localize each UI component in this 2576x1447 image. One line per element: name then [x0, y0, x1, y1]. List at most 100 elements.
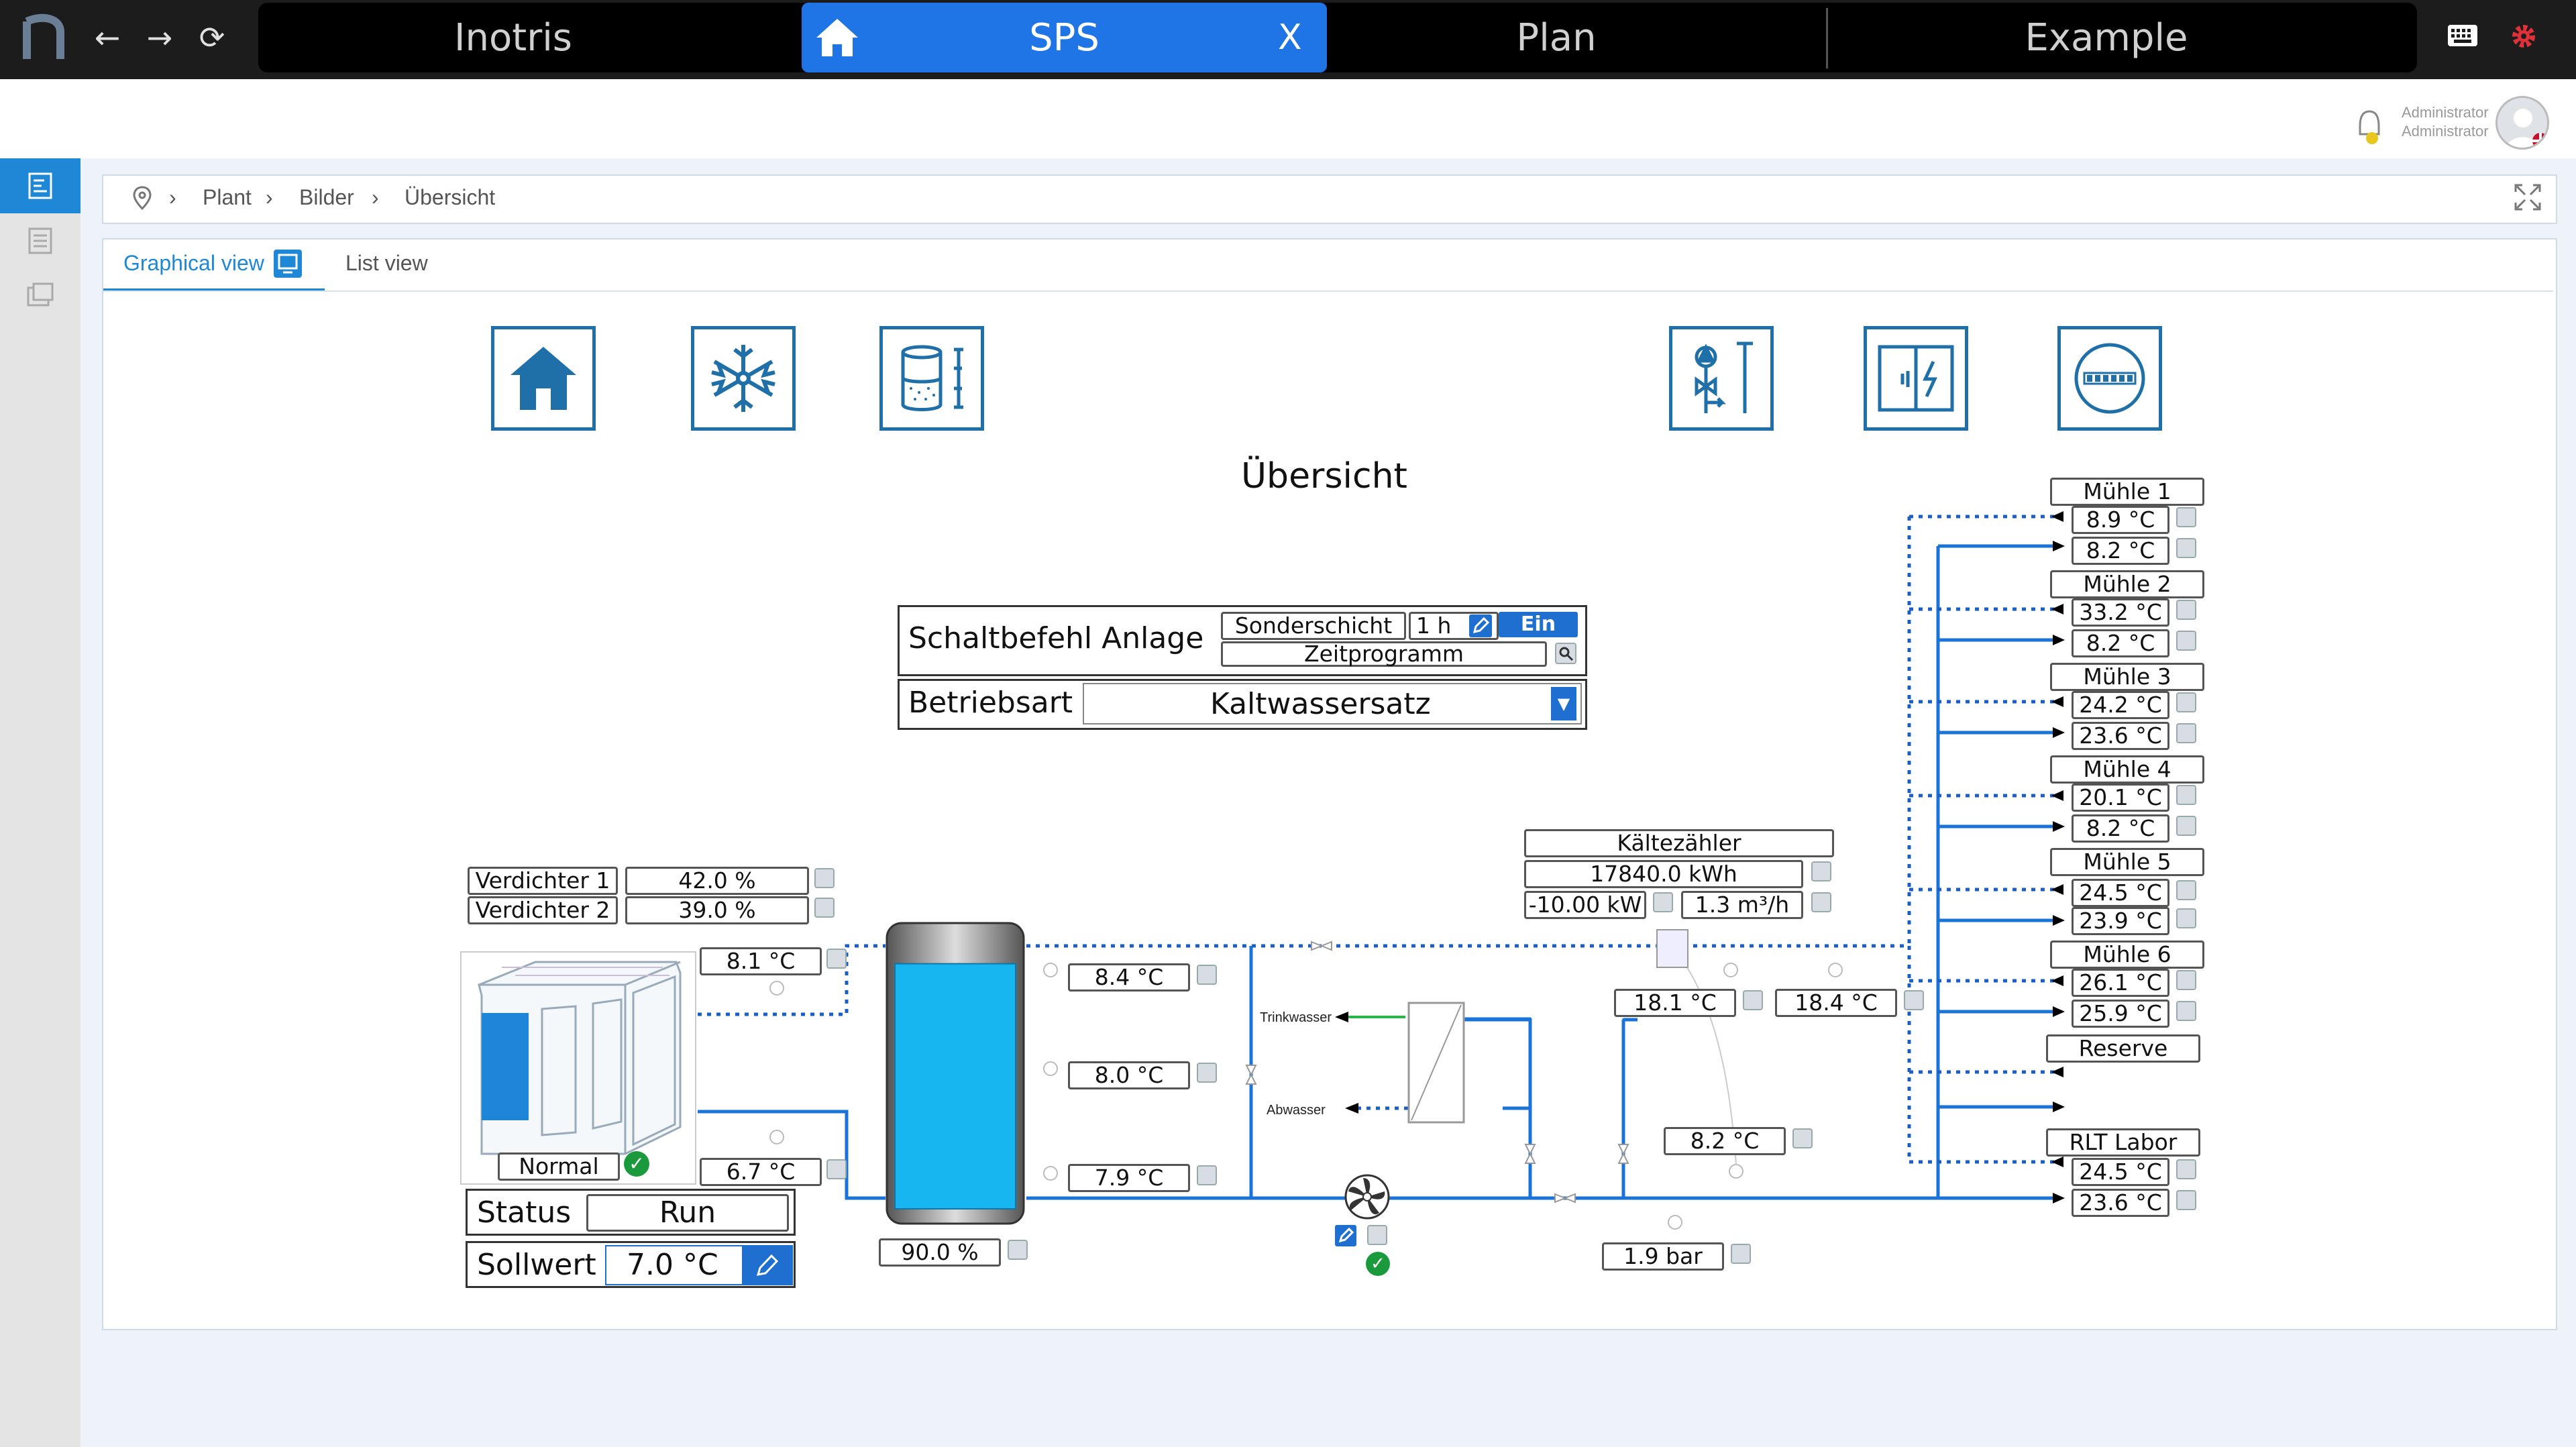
tab-inotris[interactable]: Inotris: [262, 3, 765, 72]
trend-icon[interactable]: [2176, 880, 2196, 900]
edit-duration-icon[interactable]: [1469, 614, 1492, 637]
trend-icon[interactable]: [1904, 990, 1924, 1010]
sonderschicht-button[interactable]: Sonderschicht: [1221, 612, 1406, 640]
documents-icon: [27, 282, 54, 307]
meter-flow: 1.3 m³/h: [1681, 891, 1803, 919]
sollwert-input[interactable]: 7.0 °C: [605, 1245, 793, 1285]
consumer-supply-temp: 8.2 °C: [2072, 814, 2169, 843]
location-pin-icon[interactable]: [133, 186, 152, 213]
trend-icon[interactable]: [826, 1159, 847, 1179]
trend-icon[interactable]: [2176, 631, 2196, 651]
ok-check-icon: ✓: [1366, 1252, 1390, 1276]
consumer-name: Mühle 5: [2050, 848, 2204, 876]
sidebar-item-list[interactable]: [0, 213, 80, 268]
zeitprogramm-search-icon[interactable]: [1555, 643, 1576, 664]
sidebar-item-documents[interactable]: [0, 268, 80, 323]
breadcrumb-bilder[interactable]: Bilder: [299, 185, 354, 209]
trend-icon[interactable]: [2176, 1001, 2196, 1021]
trend-icon[interactable]: [2176, 692, 2196, 712]
tab-example[interactable]: Example: [1831, 3, 2381, 72]
schaltbefehl-state-button[interactable]: Ein: [1499, 612, 1578, 637]
trend-icon[interactable]: [1008, 1240, 1028, 1260]
trend-icon[interactable]: [2176, 970, 2196, 990]
app-logo[interactable]: [21, 12, 75, 66]
hydraulic-nav-button[interactable]: [1669, 326, 1774, 431]
edit-sollwert-icon[interactable]: [742, 1246, 792, 1284]
consumer-supply-temp: 23.6 °C: [2072, 1189, 2169, 1217]
trend-icon[interactable]: [2176, 908, 2196, 928]
trend-icon[interactable]: [1367, 1225, 1387, 1245]
trend-icon[interactable]: [2176, 723, 2196, 743]
chiller-mode: Normal: [498, 1153, 620, 1181]
home-nav-button[interactable]: [491, 326, 596, 431]
breadcrumb-plant[interactable]: Plant: [203, 185, 252, 209]
trend-icon[interactable]: [826, 949, 847, 969]
tab-row-divider: [103, 290, 2553, 292]
trend-icon[interactable]: [1653, 892, 1673, 912]
trend-icon[interactable]: [1731, 1244, 1751, 1264]
keyboard-icon[interactable]: [2447, 24, 2478, 50]
chiller-return-temp: 6.7 °C: [700, 1158, 822, 1186]
close-tab-icon[interactable]: X: [1278, 17, 1302, 58]
zeitprogramm-button[interactable]: Zeitprogramm: [1221, 641, 1547, 667]
tab-divider: [1826, 8, 1828, 68]
trend-icon[interactable]: [2176, 816, 2196, 836]
tab-plan[interactable]: Plan: [1332, 3, 1781, 72]
tab-sps[interactable]: SPS X: [802, 3, 1327, 72]
tank-temp-mid: 8.0 °C: [1068, 1061, 1190, 1089]
consumer-name: RLT Labor: [2046, 1128, 2200, 1157]
trend-icon[interactable]: [2176, 785, 2196, 805]
meter-label: Kältezähler: [1524, 829, 1834, 857]
settings-icon[interactable]: [2509, 21, 2538, 54]
trend-icon[interactable]: [1811, 892, 1831, 912]
trend-icon[interactable]: [2176, 600, 2196, 620]
cooling-nav-button[interactable]: [691, 326, 796, 431]
trend-icon[interactable]: [2176, 538, 2196, 558]
consumer-supply-temp: 8.2 °C: [2072, 537, 2169, 565]
tank-nav-button[interactable]: [879, 326, 984, 431]
consumer-name: Mühle 4: [2050, 755, 2204, 784]
back-icon[interactable]: ←: [94, 19, 121, 56]
trend-icon[interactable]: [814, 868, 835, 888]
user-name: Administrator: [2402, 104, 2489, 121]
trend-icon[interactable]: [1811, 861, 1831, 881]
tab-strip: [258, 3, 2417, 72]
chiller-image: [478, 961, 682, 1155]
meter-energy: 17840.0 kWh: [1524, 860, 1803, 888]
tab-graphical-view[interactable]: Graphical view: [123, 251, 264, 276]
forward-icon[interactable]: →: [146, 19, 173, 56]
pump-edit-icon[interactable]: [1335, 1225, 1356, 1246]
notification-bell-icon[interactable]: [2355, 107, 2384, 150]
chiller-unit[interactable]: [460, 951, 696, 1185]
pump[interactable]: [1343, 1173, 1391, 1221]
sidebar-item-scheme[interactable]: [0, 158, 80, 213]
trend-icon[interactable]: [2176, 1159, 2196, 1179]
meter-power: -10.00 kW: [1524, 891, 1646, 919]
avatar[interactable]: [2496, 96, 2549, 150]
tab-list-view[interactable]: List view: [345, 251, 428, 276]
reload-icon[interactable]: ⟳: [199, 19, 225, 56]
trend-icon[interactable]: [2176, 507, 2196, 527]
betriebsart-select[interactable]: Kaltwassersatz ▼: [1083, 683, 1582, 725]
schaltbefehl-label: Schaltbefehl Anlage: [908, 621, 1204, 655]
tank-temp-bottom: 7.9 °C: [1068, 1164, 1190, 1192]
consumer-supply-temp: 23.9 °C: [2072, 907, 2169, 935]
trend-icon[interactable]: [1792, 1128, 1813, 1148]
trend-icon[interactable]: [1197, 1165, 1217, 1185]
trend-icon[interactable]: [2176, 1190, 2196, 1210]
tank-level: 90.0 %: [879, 1238, 1001, 1267]
graphical-view-icon: [274, 250, 302, 278]
trend-icon[interactable]: [814, 898, 835, 918]
meter-nav-button[interactable]: [2057, 326, 2162, 431]
trend-icon[interactable]: [1743, 990, 1763, 1010]
dropdown-arrow-icon: ▼: [1551, 687, 1576, 720]
buffer-tank: [884, 920, 1026, 1226]
chiller-supply-temp: 8.1 °C: [700, 947, 822, 975]
trend-icon[interactable]: [1197, 1063, 1217, 1083]
consumer-supply-temp: 23.6 °C: [2072, 722, 2169, 750]
trend-icon[interactable]: [1197, 965, 1217, 985]
breadcrumb: [102, 174, 2557, 224]
fullscreen-icon[interactable]: [2513, 182, 2542, 215]
consumer-return-temp: 26.1 °C: [2072, 969, 2169, 997]
electrical-nav-button[interactable]: [1864, 326, 1968, 431]
